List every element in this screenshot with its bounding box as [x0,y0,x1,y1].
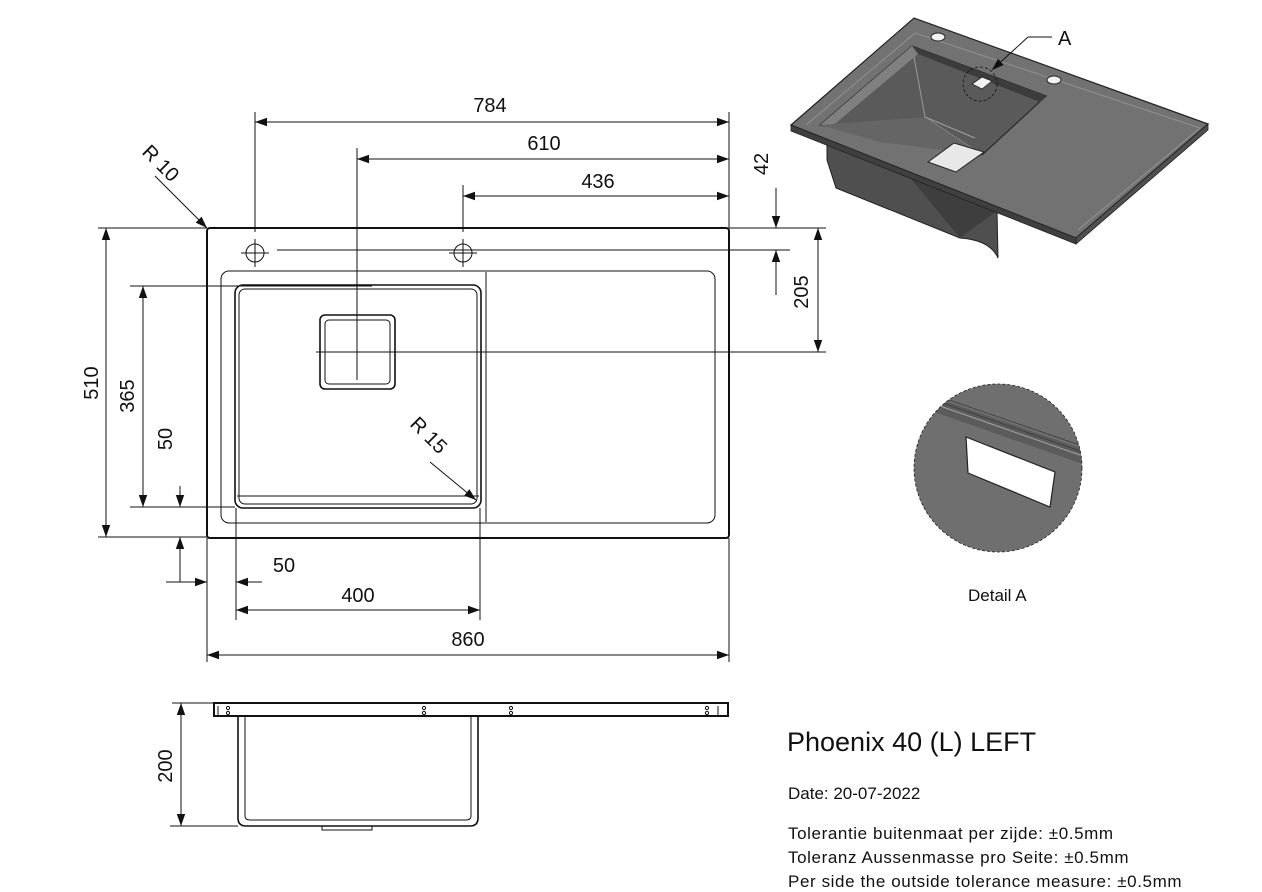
dim-436: 436 [581,171,614,193]
radius-r15: R 15 [406,413,451,458]
top-view: 784 610 436 42 205 510 365 50 50 400 860… [81,95,826,662]
leader-r10 [154,175,208,229]
dim-860: 860 [451,629,484,651]
sink-inner-rim [220,270,716,524]
tap-hole-right [449,239,477,267]
tolerance-english: Per side the outside tolerance measure: … [788,872,1183,891]
detail-a-marker-circle [962,66,998,102]
dim-400: 400 [341,585,374,607]
detail-a-marker-label: A [1058,28,1072,50]
side-view: 200 [155,702,729,831]
tolerance-german: Toleranz Aussenmasse pro Seite: ±0.5mm [788,848,1130,867]
isometric-view: A [789,17,1210,259]
dim-610: 610 [527,133,560,155]
dim-42: 42 [751,153,773,175]
sink-outline [206,227,730,539]
bowl-inner-outline [238,288,478,505]
detail-a-hole [965,436,1056,508]
detail-a [913,383,1083,553]
dim-510: 510 [81,366,103,399]
tolerance-dutch: Tolerantie buitenmaat per zijde: ±0.5mm [788,824,1114,843]
drawing-date: Date: 20-07-2022 [788,784,921,803]
dim-205: 205 [791,275,813,308]
dim-200: 200 [155,749,177,782]
dim-50-horizontal: 50 [273,555,295,577]
detail-a-label: Detail A [968,586,1027,605]
dim-365: 365 [117,379,139,412]
product-title: Phoenix 40 (L) LEFT [787,727,1037,757]
bowl-side-profile [237,716,479,827]
radius-r10: R 10 [138,141,183,186]
leader-r15 [429,461,477,501]
tap-hole-left [241,239,269,267]
dim-784: 784 [473,95,506,117]
bowl-outline [234,284,482,509]
detail-a-circle [913,383,1083,553]
dim-50-vertical: 50 [155,428,177,450]
